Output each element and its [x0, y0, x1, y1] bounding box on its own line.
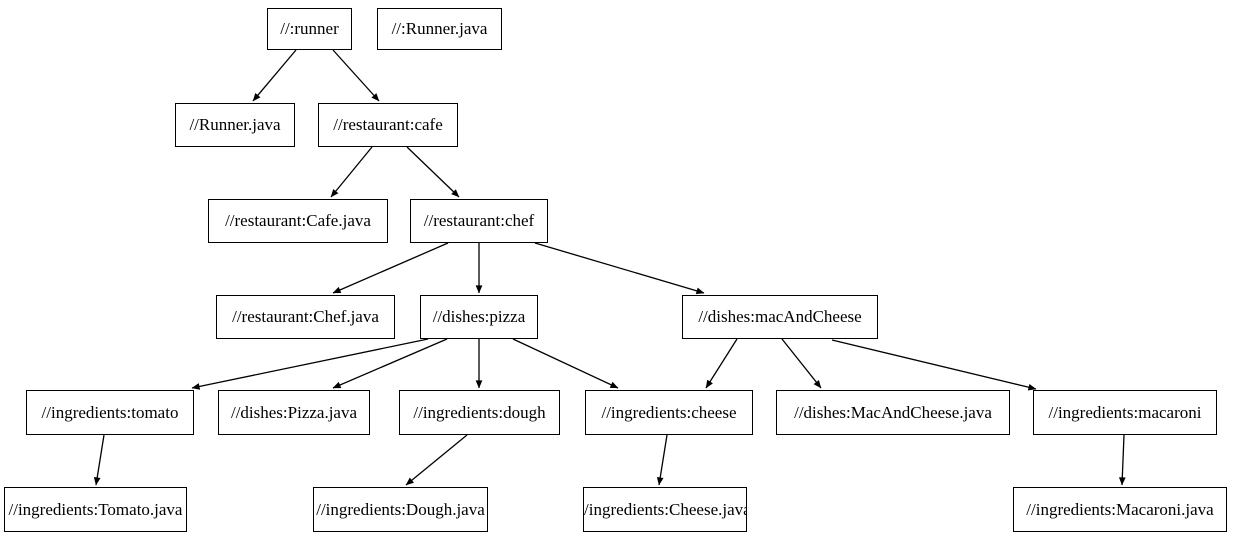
graph-node-label: //restaurant:chef [423, 211, 535, 230]
edge-dough-to-dough-java [405, 434, 468, 486]
graph-node-label: //:runner [280, 19, 339, 38]
graph-node-label: //ingredients:dough [413, 402, 546, 422]
graph-node-runner-java-file: //:Runner.java [377, 8, 502, 50]
edge-cafe-to-cafe-java [330, 146, 373, 198]
graph-node-pizza: //dishes:pizza [420, 295, 538, 339]
graph-node-tomato: //ingredients:tomato [26, 390, 194, 435]
graph-node-label: //ingredients:Tomato.java [8, 499, 183, 519]
graph-node-cheese-java: //ingredients:Cheese.java [583, 487, 747, 532]
edge-pizza-to-cheese [512, 338, 619, 389]
edge-runner-to-runner-java [252, 49, 297, 102]
graph-node-macaroni-java: //ingredients:Macaroni.java [1013, 487, 1227, 532]
graph-node-label: //dishes:MacAndCheese.java [794, 402, 992, 422]
graph-node-dough: //ingredients:dough [399, 390, 560, 435]
graph-node-label: //restaurant:cafe [333, 115, 443, 134]
graph-node-label: //ingredients:macaroni [1048, 402, 1202, 422]
graph-node-macaroni: //ingredients:macaroni [1033, 390, 1217, 435]
graph-node-label: //ingredients:cheese [601, 402, 737, 422]
graph-node-label: //ingredients:Dough.java [316, 499, 485, 519]
graph-node-dough-java: //ingredients:Dough.java [313, 487, 488, 532]
graph-node-mac-and-cheese: //dishes:macAndCheese [682, 295, 878, 339]
graph-node-chef-java: //restaurant:Chef.java [216, 295, 395, 339]
graph-node-cheese: //ingredients:cheese [585, 390, 753, 435]
edge-tomato-to-tomato-java [93, 434, 105, 486]
edge-pizza-to-tomato [191, 338, 429, 390]
edge-chef-to-mac-and-cheese [534, 242, 705, 295]
graph-node-label: //ingredients:tomato [41, 402, 179, 422]
graph-node-label: //dishes:macAndCheese [698, 307, 862, 326]
graph-node-runner: //:runner [267, 8, 352, 50]
graph-node-runner-java: //Runner.java [175, 103, 295, 147]
graph-node-mac-and-cheese-java: //dishes:MacAndCheese.java [776, 390, 1010, 435]
edge-cafe-to-chef [406, 146, 460, 198]
edge-pizza-to-pizza-java [332, 338, 448, 389]
graph-node-label: //ingredients:Macaroni.java [1026, 499, 1214, 519]
graph-node-tomato-java: //ingredients:Tomato.java [4, 487, 187, 532]
graph-node-label: //Runner.java [189, 115, 281, 134]
graph-node-label: //ingredients:Cheese.java [583, 499, 747, 519]
graph-node-chef: //restaurant:chef [410, 199, 548, 243]
edge-cheese-to-cheese-java [656, 434, 668, 486]
graph-node-label: //:Runner.java [391, 19, 488, 38]
edge-runner-to-cafe [332, 49, 380, 102]
graph-node-label: //restaurant:Chef.java [232, 307, 379, 326]
graph-node-cafe-java: //restaurant:Cafe.java [208, 199, 388, 243]
graph-node-cafe: //restaurant:cafe [318, 103, 458, 147]
edge-mac-and-cheese-to-mac-and-cheese-java [781, 338, 822, 389]
graph-node-label: //dishes:Pizza.java [230, 402, 358, 422]
edge-mac-and-cheese-to-cheese [705, 338, 738, 389]
edge-chef-to-chef-java [332, 242, 449, 294]
graph-node-label: //dishes:pizza [432, 307, 526, 326]
edge-macaroni-to-macaroni-java [1118, 434, 1126, 486]
edge-mac-and-cheese-to-macaroni [831, 339, 1037, 391]
graph-node-label: //restaurant:Cafe.java [225, 211, 371, 230]
graph-node-pizza-java: //dishes:Pizza.java [218, 390, 370, 435]
